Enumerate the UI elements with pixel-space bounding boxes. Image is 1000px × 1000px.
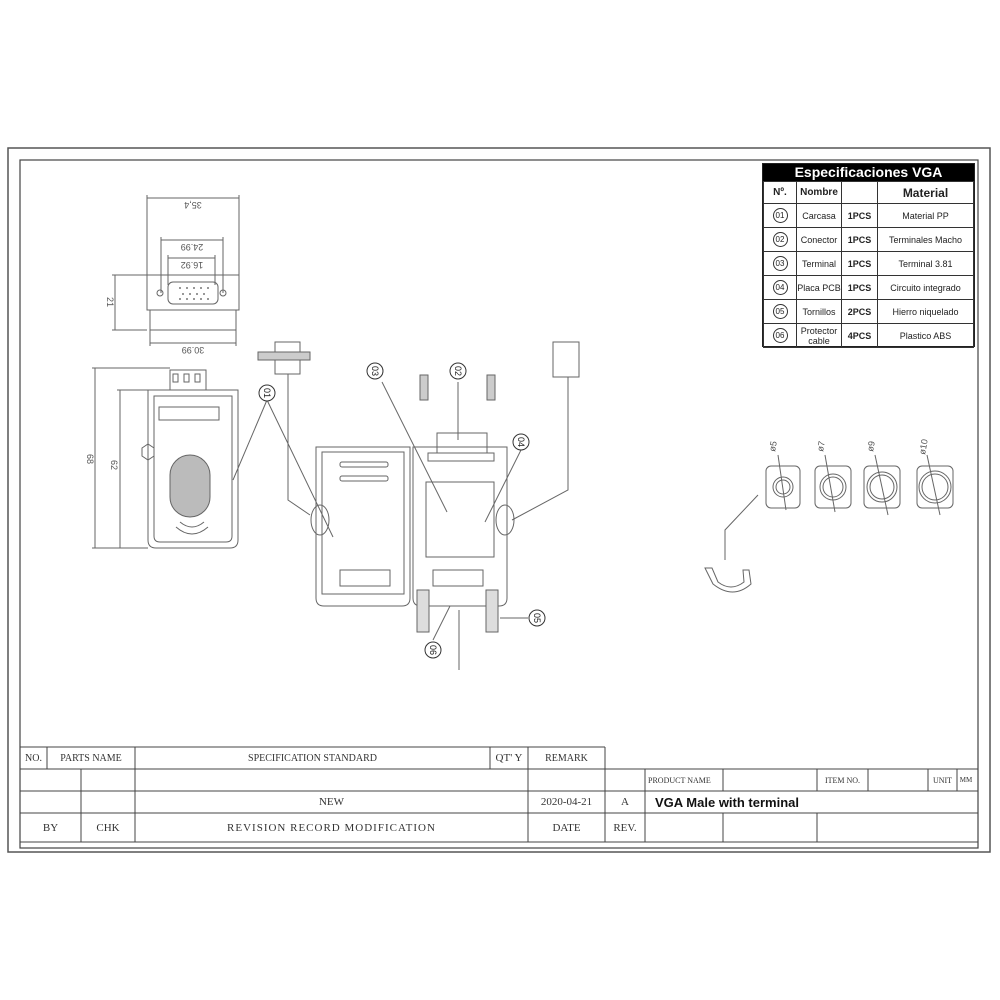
- dim-screw-spacing: 24.99: [181, 242, 204, 252]
- callout-05: 05: [532, 613, 542, 623]
- hole-size-10: ø10: [917, 438, 930, 455]
- label-product-name: PRODUCT NAME: [648, 775, 711, 785]
- callout-04: 04: [516, 437, 526, 447]
- item-qty: 1PCS: [841, 227, 878, 252]
- dim-total-length: 68: [85, 454, 95, 464]
- label-item-no: ITEM NO.: [824, 775, 861, 785]
- dim-height-front: 21: [105, 297, 115, 307]
- top-view: [112, 195, 240, 346]
- label-revision-record: REVISION RECORD MODIFICATION: [227, 821, 436, 834]
- item-qty: 1PCS: [841, 275, 878, 300]
- callout-02: 02: [453, 366, 463, 376]
- item-material: Plastico ABS: [877, 323, 974, 348]
- item-name: Placa PCB: [796, 275, 842, 300]
- item-qty: 2PCS: [841, 299, 878, 324]
- item-name: Protector cable: [796, 323, 842, 348]
- label-rev: REV.: [613, 821, 637, 834]
- hole-size-5: ø5: [767, 440, 779, 452]
- item-number: 04: [772, 280, 788, 295]
- exploded-view: [232, 341, 580, 670]
- label-unit: UNIT: [932, 775, 953, 785]
- product-name: VGA Male with terminal: [655, 794, 799, 810]
- revision-letter: A: [621, 796, 629, 808]
- item-number: 05: [772, 304, 788, 319]
- callout-01: 01: [262, 388, 272, 398]
- unit-value: MM: [959, 776, 973, 784]
- item-material: Circuito integrado: [877, 275, 974, 300]
- spec-table-title: Especificaciones VGA: [763, 164, 974, 181]
- dim-body-length: 62: [109, 460, 119, 470]
- label-date: DATE: [552, 821, 581, 834]
- label-remark: REMARK: [545, 752, 588, 764]
- dim-dsub-width: 16.92: [181, 260, 204, 270]
- spec-header-row: Nº. Nombre Material: [763, 181, 974, 204]
- item-material: Hierro niquelado: [877, 299, 974, 324]
- dim-width-top: 35,4: [184, 200, 202, 210]
- item-qty: 1PCS: [841, 251, 878, 276]
- revision-description: NEW: [318, 796, 345, 808]
- header-material: Material: [877, 181, 974, 204]
- callout-06: 06: [428, 645, 438, 655]
- item-material: Terminal 3.81: [877, 251, 974, 276]
- hole-size-7: ø7: [815, 440, 827, 452]
- item-material: Material PP: [877, 203, 974, 228]
- header-no: Nº.: [763, 181, 797, 204]
- item-name: Carcasa: [796, 203, 842, 228]
- title-block-grid: [20, 746, 978, 843]
- item-name: Conector: [796, 227, 842, 252]
- item-material: Terminales Macho: [877, 227, 974, 252]
- label-spec-standard: SPECIFICATION STANDARD: [248, 752, 377, 764]
- label-by: BY: [42, 821, 59, 834]
- label-chk: CHK: [96, 821, 120, 834]
- label-parts-name: PARTS NAME: [60, 752, 122, 764]
- dim-body-width: 30.99: [182, 345, 205, 355]
- callout-03: 03: [370, 366, 380, 376]
- item-qty: 1PCS: [841, 203, 878, 228]
- label-no: NO.: [25, 752, 42, 764]
- spec-table: Especificaciones VGA Nº. Nombre Material…: [762, 163, 975, 348]
- label-qty: QT' Y: [495, 752, 523, 764]
- item-name: Tornillos: [796, 299, 842, 324]
- item-number: 02: [772, 232, 788, 247]
- inner-frame: [19, 159, 979, 849]
- item-qty: 4PCS: [841, 323, 878, 348]
- item-name: Terminal: [796, 251, 842, 276]
- hole-size-9: ø9: [865, 440, 877, 452]
- revision-date: 2020-04-21: [540, 796, 593, 808]
- header-name: Nombre: [796, 181, 842, 204]
- item-number: 01: [772, 208, 788, 223]
- cable-protectors: [704, 454, 954, 593]
- side-view: [92, 367, 239, 549]
- outer-frame: [7, 147, 991, 853]
- item-number: 06: [772, 328, 788, 343]
- item-number: 03: [772, 256, 788, 271]
- header-qty: [841, 181, 878, 204]
